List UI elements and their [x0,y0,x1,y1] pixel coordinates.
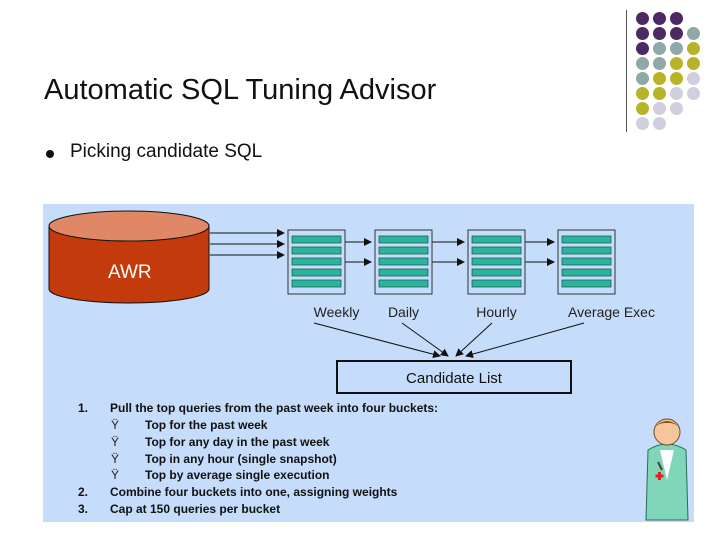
decorative-dot [653,87,666,100]
decorative-dot [636,12,649,25]
decorative-divider [626,10,627,132]
decorative-dot [687,27,700,40]
bucket-label: Hourly [476,304,517,320]
bucket-3 [467,229,526,295]
sub-item-bullet-icon: Ÿ [111,468,120,483]
step-text: Combine four buckets into one, assigning… [110,485,398,499]
awr-arrows [210,229,555,266]
decorative-dot [653,42,666,55]
sub-item-text: Top by average single execution [145,468,330,483]
decorative-dot [653,117,666,130]
decorative-dot [670,57,683,70]
flow-arrow [313,322,441,359]
awr-database-icon [48,210,210,304]
sub-item-text: Top for the past week [145,418,268,432]
decorative-dot [636,27,649,40]
step-number: 2. [77,485,88,499]
step-text: Cap at 150 queries per bucket [110,502,281,516]
flow-arrow [455,322,493,357]
sub-item-text: Top for any day in the past week [145,434,330,449]
bucket-label: Average Exec [568,304,655,320]
slide-title: Automatic SQL Tuning Advisor [44,74,437,106]
bucket-1 [287,229,346,295]
bucket-label: Daily [387,304,420,320]
decorative-dot [670,12,683,25]
decorative-dot [670,27,683,40]
bucket-icons [287,229,616,295]
decorative-dot [687,57,700,70]
bullet-text: Picking candidate SQL [70,141,263,162]
decorative-dot [636,42,649,55]
step-text: Pull the top queries from the past week … [110,401,439,415]
bucket-4 [557,229,616,295]
decorative-dot [687,72,700,85]
candidate-arrows [313,322,585,359]
candidate-list-box: Candidate List [336,360,572,394]
decorative-dot [636,117,649,130]
awr-label: AWR [108,262,152,283]
decorative-dot [670,42,683,55]
sub-item-text: Top in any hour (single snapshot) [145,451,337,466]
step-number: 1. [77,401,88,415]
decorative-dot [670,72,683,85]
bullet-icon [46,150,54,158]
candidate-list-label: Candidate List [406,370,502,387]
sub-item-bullet-icon: Ÿ [111,418,120,432]
bucket-label: Weekly [313,304,360,320]
decorative-dot [636,72,649,85]
doctor-clipart-icon [645,418,689,521]
decorative-dot [636,102,649,115]
decorative-dot [653,102,666,115]
decorative-dot [636,57,649,70]
flow-arrow [465,322,585,358]
decorative-dot [653,12,666,25]
flow-arrow [401,322,449,357]
sub-item-bullet-icon: Ÿ [111,434,120,449]
decorative-dot [687,87,700,100]
decorative-dot [670,87,683,100]
sub-item-bullet-icon: Ÿ [111,451,120,466]
decorative-dot [653,72,666,85]
decorative-dot [653,57,666,70]
decorative-dot [687,42,700,55]
step-number: 3. [77,502,88,516]
decorative-dot [636,87,649,100]
bucket-2 [374,229,433,295]
decorative-dot [653,27,666,40]
decorative-dot [670,102,683,115]
